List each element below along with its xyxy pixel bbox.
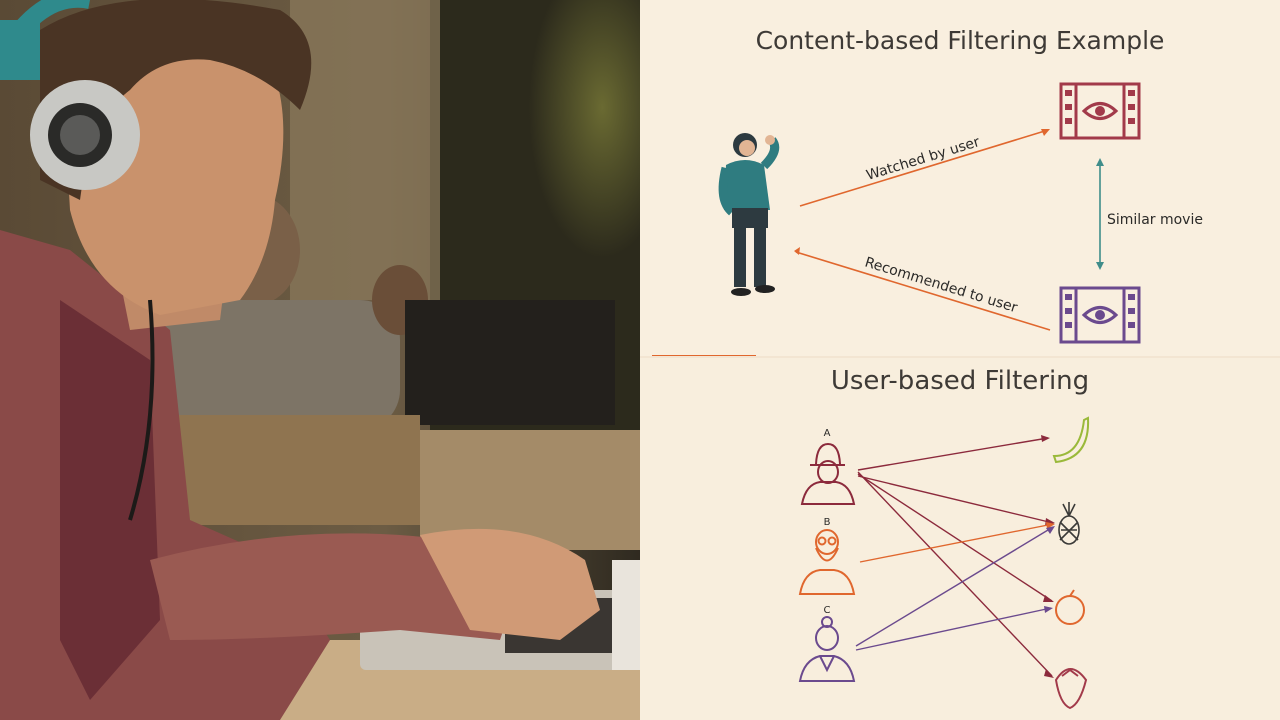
edges-user-a — [857, 437, 1054, 677]
arrow-similar — [1096, 158, 1104, 270]
user-c-icon — [798, 616, 856, 682]
edges-user-b — [859, 523, 1054, 563]
arrow-watched — [799, 129, 1050, 207]
content-based-slide: Content-based Filtering Example — [640, 0, 1280, 358]
user-based-slide: User-based Filtering A B C — [640, 358, 1280, 720]
film-icon-top — [1059, 82, 1141, 140]
content-based-title: Content-based Filtering Example — [755, 26, 1165, 55]
photo-illustration — [0, 0, 640, 720]
content-based-diagram: Watched by user Recommended to user Simi… — [652, 82, 1203, 357]
strawberry-icon — [1054, 668, 1088, 710]
photo-man-with-headphones — [0, 0, 640, 720]
user-a-label: A — [824, 428, 831, 439]
user-c-label: C — [824, 605, 831, 616]
label-watched-by-user: Watched by user — [864, 134, 981, 184]
orange-icon — [1055, 589, 1085, 625]
user-b-label: B — [824, 517, 831, 528]
label-recommended-to-user: Recommended to user — [863, 255, 1020, 317]
user-based-diagram: A B C — [798, 416, 1090, 710]
slides-panel: Content-based Filtering Example — [640, 0, 1280, 720]
label-similar-movie: Similar movie — [1107, 212, 1203, 228]
film-icon-bottom — [1059, 286, 1141, 344]
user-b-icon — [798, 529, 856, 595]
pineapple-icon — [1058, 502, 1080, 545]
banana-icon — [1052, 416, 1090, 464]
arrow-recommended — [794, 247, 1051, 331]
user-a-icon — [800, 442, 856, 505]
user-based-title: User-based Filtering — [830, 366, 1090, 396]
edges-user-c — [855, 526, 1054, 651]
slide-divider — [640, 356, 1280, 359]
user-figure-icon — [718, 133, 780, 296]
